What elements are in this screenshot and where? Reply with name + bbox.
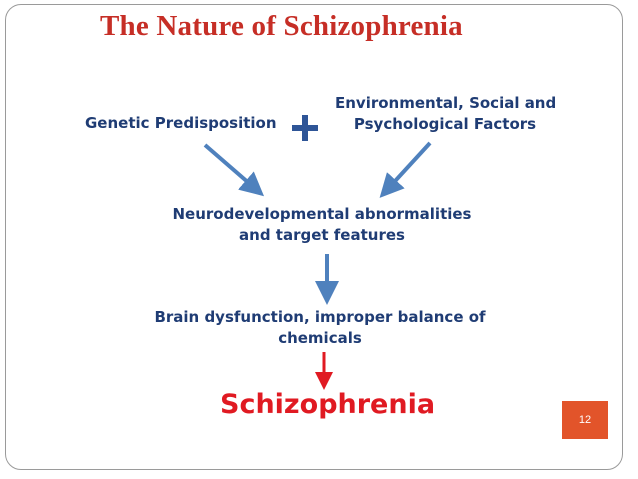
node-brain-line2: chemicals xyxy=(278,329,362,347)
node-outcome-label: Schizophrenia xyxy=(220,389,436,420)
node-brain-dysfunction: Brain dysfunction, improper balance of c… xyxy=(150,307,490,349)
node-neurodevelopmental: Neurodevelopmental abnormalities and tar… xyxy=(172,204,472,246)
plus-icon xyxy=(292,115,318,141)
node-genetic-label: Genetic Predisposition xyxy=(85,114,277,132)
page-number-badge: 12 xyxy=(562,401,608,439)
node-environmental-line1: Environmental, Social and xyxy=(335,94,557,112)
node-schizophrenia: Schizophrenia xyxy=(220,388,436,422)
page-number: 12 xyxy=(578,414,592,426)
slide-title: The Nature of Schizophrenia xyxy=(100,10,463,42)
node-neuro-line1: Neurodevelopmental abnormalities xyxy=(172,205,472,223)
slide-frame xyxy=(5,4,623,470)
node-environmental-factors: Environmental, Social and Psychological … xyxy=(335,93,557,135)
node-environmental-line2: Psychological Factors xyxy=(353,115,537,133)
node-brain-line1: Brain dysfunction, improper balance of xyxy=(154,308,486,326)
node-neuro-line2: and target features xyxy=(239,226,405,244)
node-genetic-predisposition: Genetic Predisposition xyxy=(85,113,277,134)
